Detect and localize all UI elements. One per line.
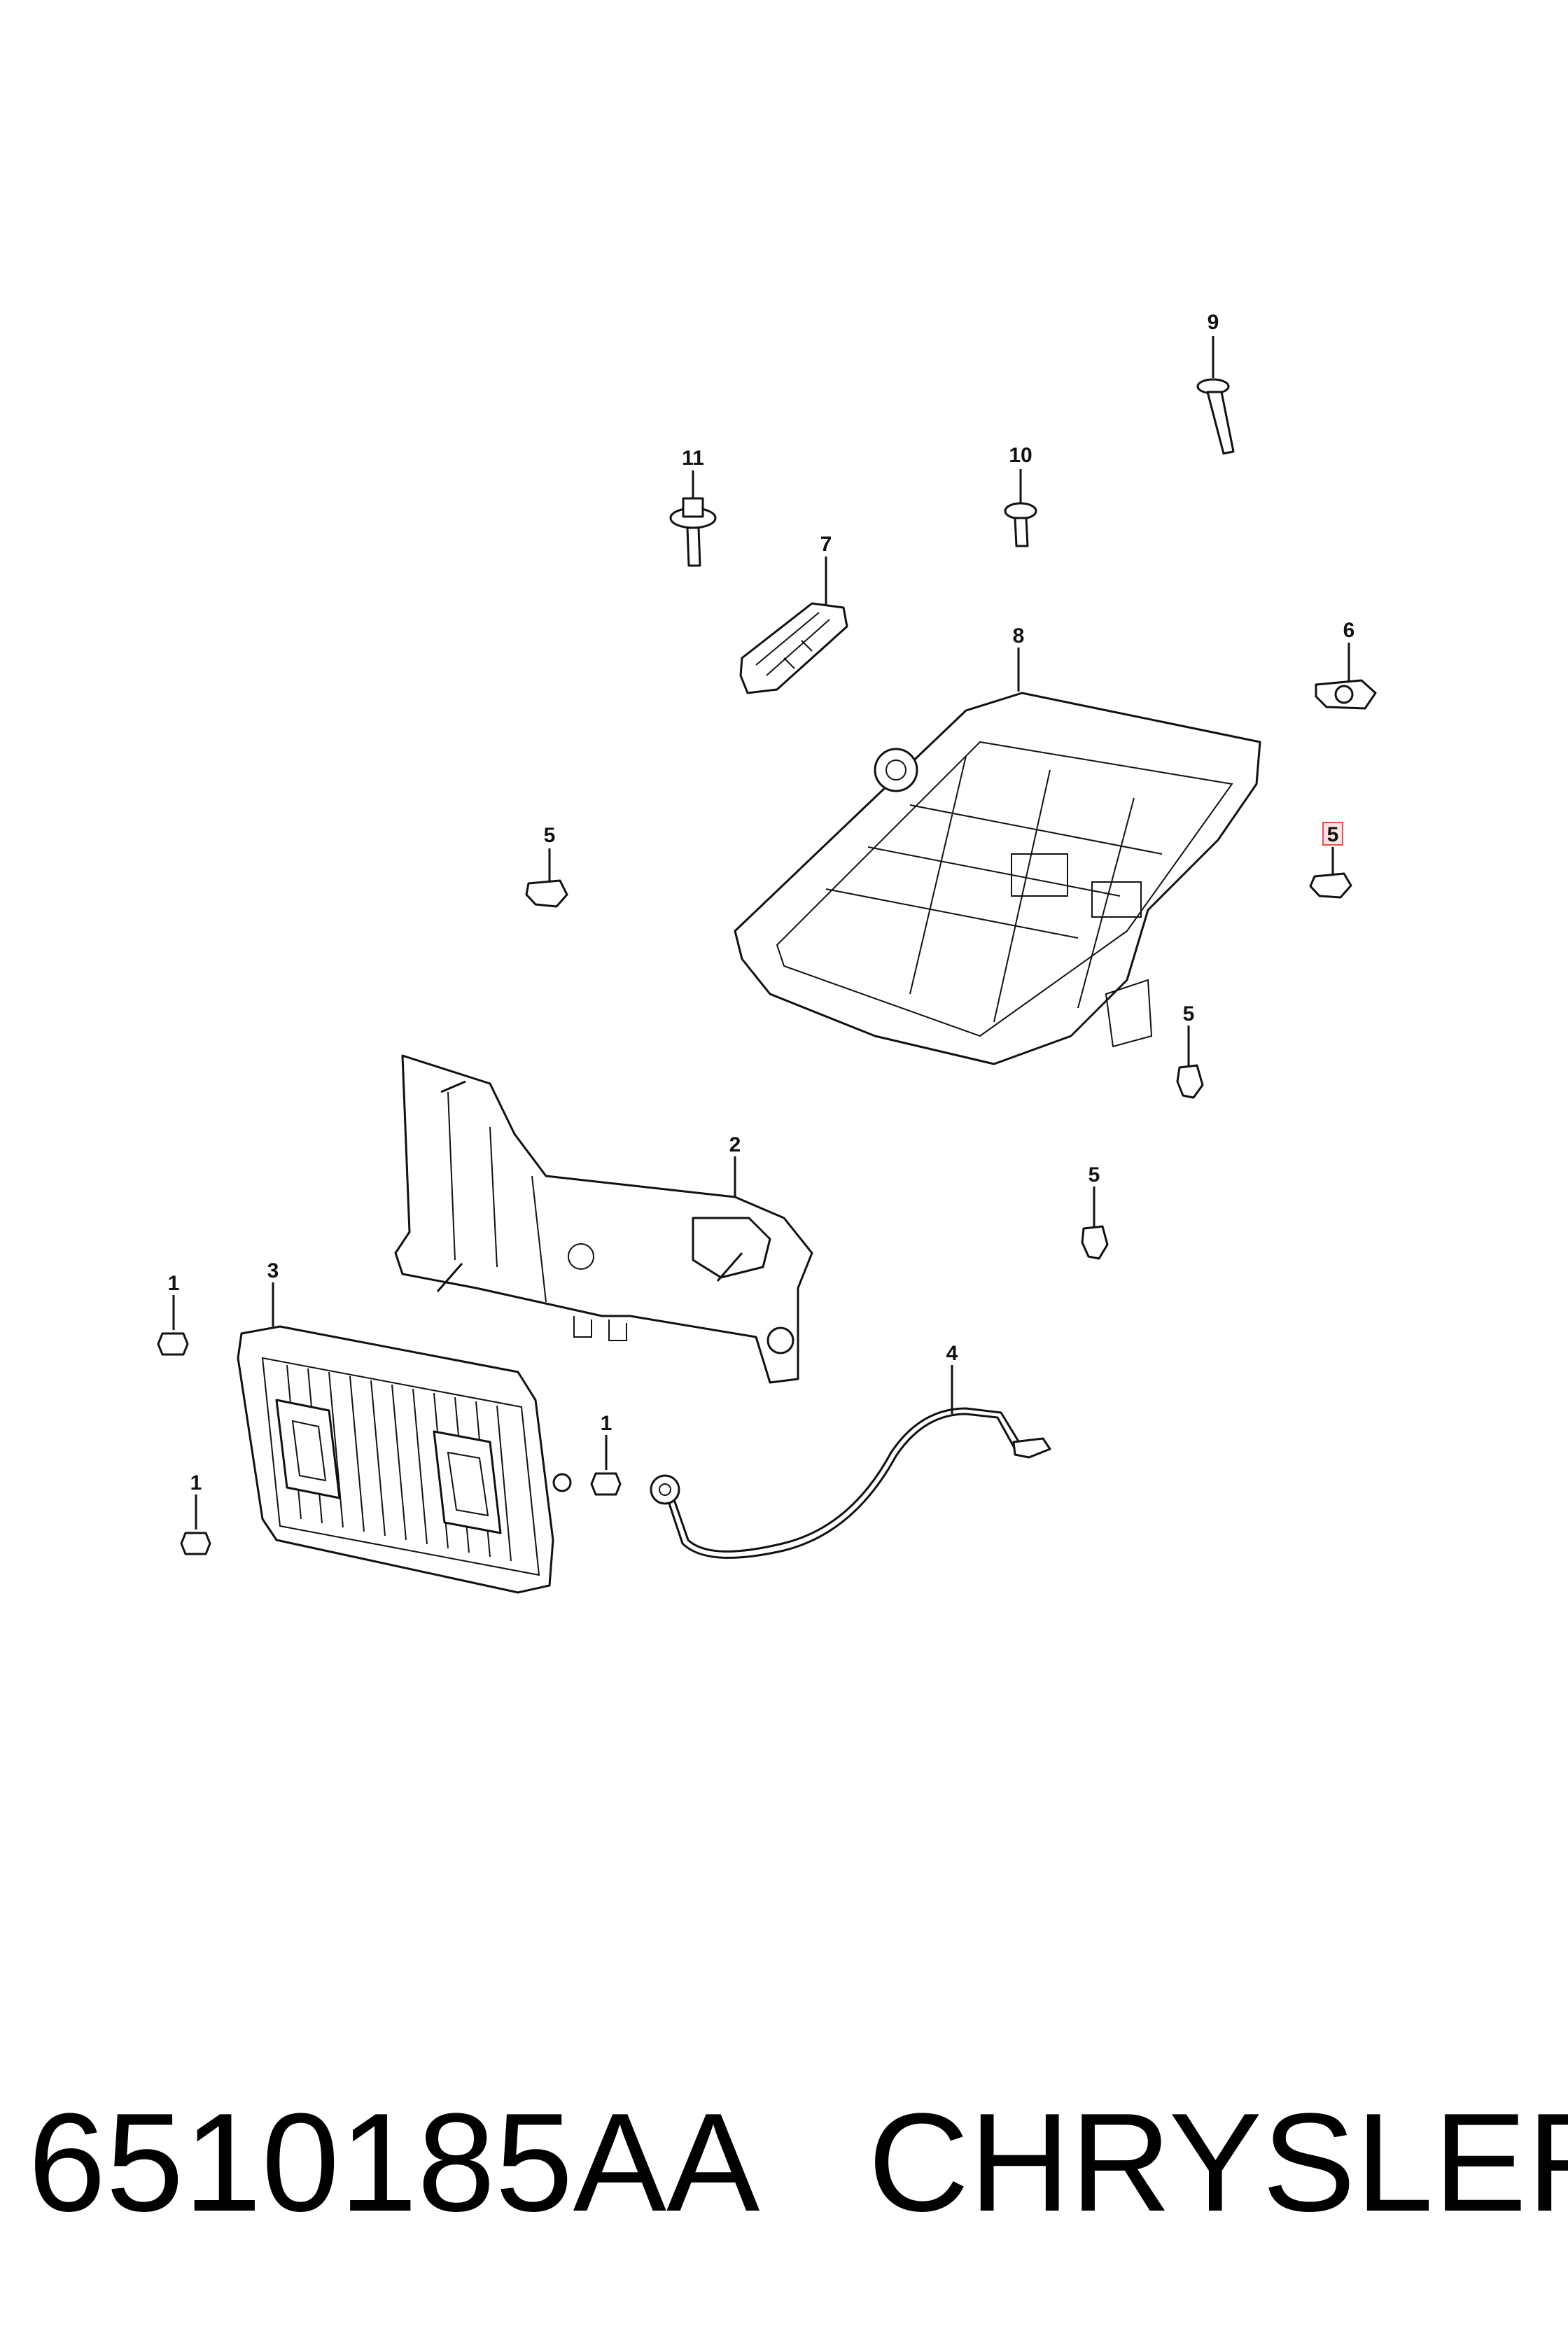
callout-5-right: 5 [1327, 823, 1339, 846]
bracket-2 [394, 1054, 813, 1384]
brand-name: CHRYSLER [868, 2085, 1568, 2241]
callout-4: 4 [946, 1342, 958, 1365]
clip-5-center [1081, 1186, 1109, 1260]
tray-8 [734, 648, 1261, 1065]
nut-1-middle [590, 1435, 622, 1496]
footer: 6510185AA CHRYSLER [0, 2072, 1568, 2254]
callout-11: 11 [682, 447, 704, 470]
bolt-11 [669, 470, 717, 567]
ecu-module-3 [237, 1282, 572, 1594]
callout-5-lower-right: 5 [1183, 1002, 1195, 1026]
bolt-10 [1004, 469, 1037, 547]
callout-6: 6 [1343, 619, 1355, 642]
bolt-9 [1196, 336, 1235, 455]
nut-1-top-left [157, 1295, 189, 1356]
callout-1-bottom-left: 1 [190, 1471, 202, 1494]
callout-5-center: 5 [1088, 1163, 1100, 1186]
clip-5-right [1309, 822, 1352, 899]
callout-3: 3 [267, 1259, 279, 1282]
ground-cable-4 [650, 1365, 1051, 1559]
callout-10: 10 [1009, 444, 1032, 467]
clip-6 [1315, 643, 1377, 710]
callout-8: 8 [1013, 624, 1025, 648]
nut-1-bottom-left [180, 1494, 211, 1555]
bracket-7 [739, 556, 848, 694]
callout-9: 9 [1208, 311, 1219, 334]
callout-2: 2 [729, 1133, 741, 1156]
part-number: 6510185AA [28, 2085, 760, 2241]
callout-1-middle: 1 [601, 1412, 612, 1435]
callout-5-left: 5 [544, 824, 556, 847]
callout-1-top-left: 1 [168, 1272, 180, 1295]
clip-5-lower-right [1176, 1026, 1204, 1099]
clip-5-left [525, 848, 568, 908]
callout-7: 7 [820, 533, 832, 556]
highlight-box [1322, 822, 1343, 846]
